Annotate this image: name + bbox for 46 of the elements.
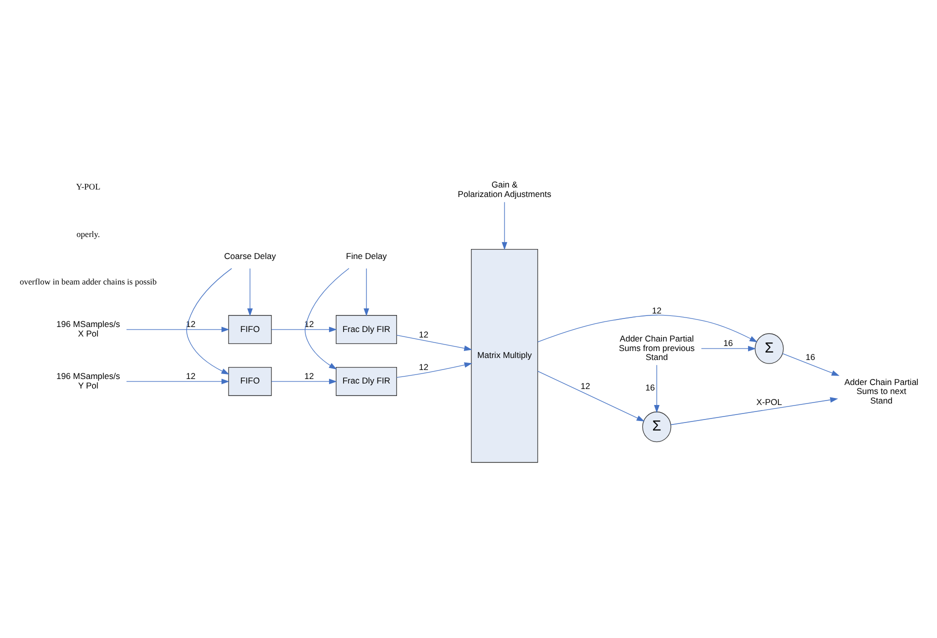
edge-label: X-POL [756, 396, 782, 407]
arrow [186, 268, 232, 374]
node-text: Coarse Delay [224, 250, 276, 261]
edge-label: 12 [304, 371, 314, 382]
arrow [396, 362, 472, 378]
arrow [126, 378, 229, 384]
node-box: FIFO [228, 367, 272, 396]
arrow [270, 378, 336, 384]
edge-label: 12 [186, 319, 196, 330]
arrow [396, 334, 472, 351]
arrow [654, 364, 660, 413]
node-text: Adder Chain Partial Sums to next Stand [844, 377, 918, 406]
arrow [304, 268, 349, 370]
arrow [246, 268, 252, 316]
node-box: Matrix Multiply [470, 248, 538, 463]
node-text: 196 MSamples/s X Pol [56, 319, 120, 338]
node-box: FIFO [228, 315, 272, 344]
arrow [501, 202, 507, 250]
edge-label: 16 [644, 382, 654, 393]
node-box: Frac Dly FIR [335, 315, 396, 344]
node-text: 196 MSamples/s Y Pol [56, 371, 120, 390]
node-circle: Σ [642, 412, 671, 442]
arrow [670, 397, 838, 426]
edge-label: 12 [186, 371, 196, 382]
arrow [782, 353, 840, 376]
label: Y-POL [76, 182, 100, 192]
node-box: Frac Dly FIR [335, 367, 396, 396]
arrow [363, 268, 369, 316]
edge-label: 12 [580, 380, 590, 391]
arrow [536, 370, 644, 422]
label: overflow in beam adder chains is possib [19, 276, 156, 286]
edge-label: 12 [652, 305, 662, 316]
edge-label: 16 [805, 352, 815, 362]
arrow [536, 314, 757, 342]
edge-label: 16 [722, 338, 732, 348]
arrow [270, 326, 336, 332]
arrow [126, 326, 229, 332]
arrow [700, 346, 756, 352]
node-text: Adder Chain Partial Sums from previous Stand [618, 334, 694, 362]
node-text: Fine Delay [346, 250, 386, 261]
node-circle: Σ [754, 333, 784, 364]
label: operly. [76, 229, 100, 240]
edge-label: 12 [304, 319, 314, 330]
edge-label: 12 [418, 362, 428, 372]
node-text: Gain & Polarization Adjustments [457, 180, 551, 199]
edge-label: 12 [418, 330, 428, 340]
